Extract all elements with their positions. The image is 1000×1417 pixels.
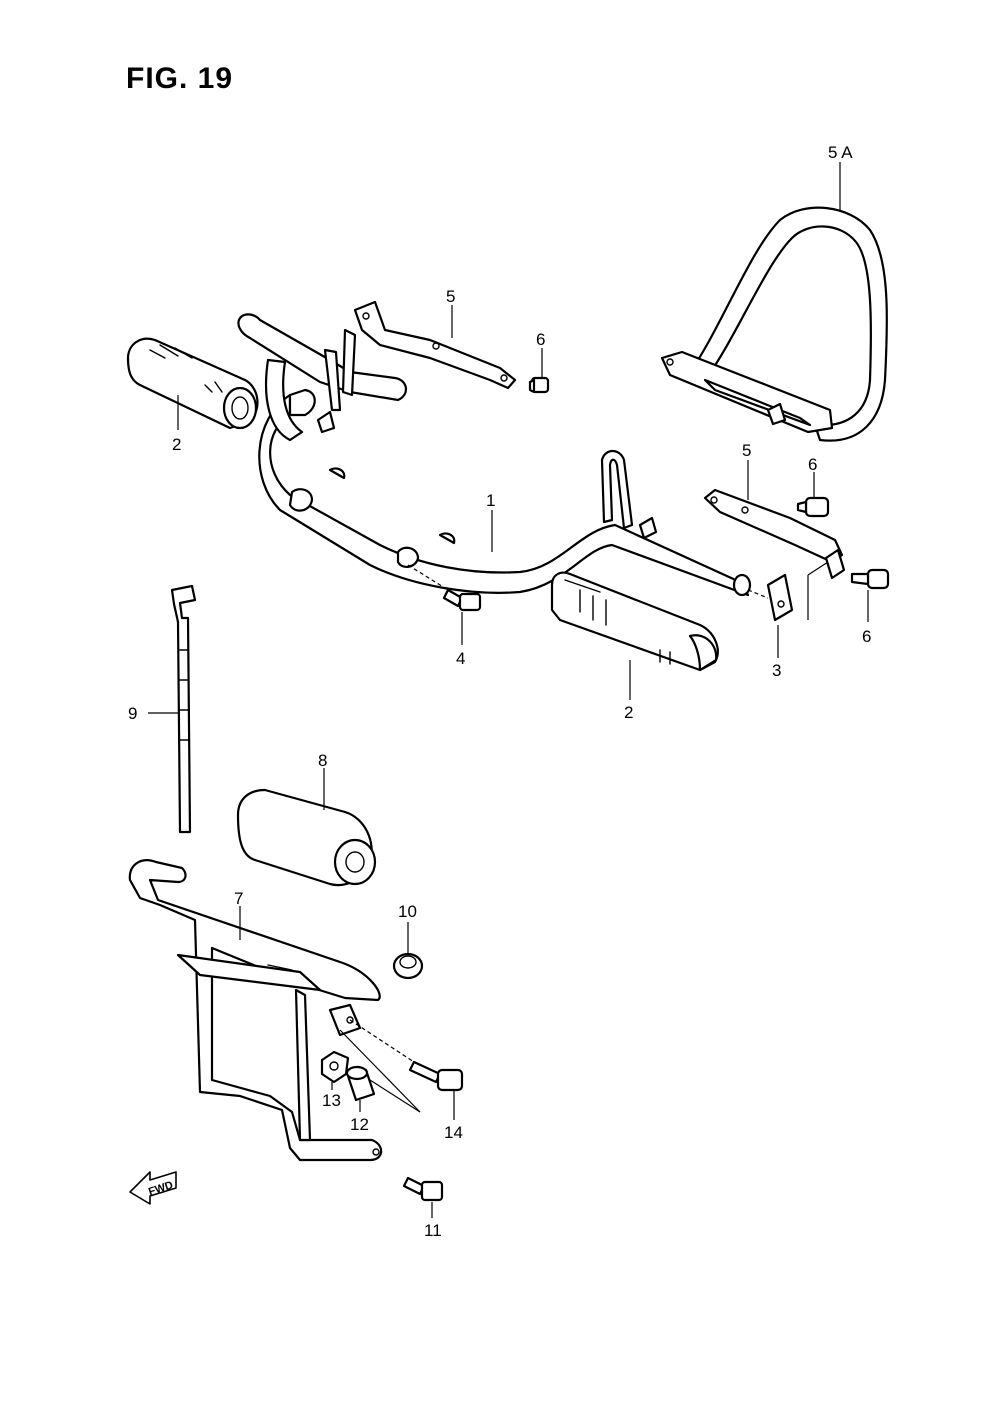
callout-3: 3 (772, 661, 781, 680)
part-4-bolt (442, 588, 482, 612)
callout-14: 14 (444, 1123, 463, 1142)
part-5-bracket-upper (353, 300, 517, 390)
callout-10: 10 (398, 902, 417, 921)
callout-6-upper: 6 (536, 330, 545, 349)
assembly-lines (339, 561, 829, 1113)
callout-7: 7 (234, 889, 243, 908)
part-9-strap (170, 584, 197, 834)
part-8-foam-pad (236, 788, 377, 887)
part-5-bracket-right (703, 488, 846, 580)
part-5a-backrest-hoop (660, 206, 888, 442)
part-2-footrest-rubber-right (550, 571, 719, 672)
part-6-bolt-right (850, 568, 890, 590)
callout-leaders (148, 162, 869, 1218)
part-3-plate (766, 573, 794, 622)
part-12-collar (345, 1065, 376, 1102)
part-6-bolt-upper (528, 376, 550, 394)
callout-6-right: 6 (862, 627, 871, 646)
callout-6-middle: 6 (808, 455, 817, 474)
callout-1: 1 (486, 491, 495, 510)
callout-13: 13 (322, 1091, 341, 1110)
part-13-nut (320, 1050, 350, 1084)
part-10-grommet (392, 952, 424, 980)
part-11-bolt (402, 1176, 444, 1202)
part-7-guard-frame (128, 859, 383, 1162)
callout-2-left: 2 (172, 435, 181, 454)
callout-5-right: 5 (742, 441, 751, 460)
callout-4: 4 (456, 649, 465, 668)
callout-5a: 5 A (828, 143, 853, 162)
part-14-bolt (408, 1060, 464, 1092)
part-1-footrest-frame (237, 313, 752, 597)
callout-8: 8 (318, 751, 327, 770)
callout-5-upper: 5 (446, 287, 455, 306)
part-2-footrest-rubber-left (126, 337, 259, 430)
figure-title: FIG. 19 (126, 62, 234, 95)
callouts: 1 2 2 3 4 5 5 5 A 6 6 6 7 8 9 10 11 12 1… (128, 143, 871, 1240)
callout-2-right: 2 (624, 703, 633, 722)
callout-9: 9 (128, 704, 137, 723)
callout-12: 12 (350, 1115, 369, 1134)
callout-11: 11 (424, 1221, 442, 1240)
forward-arrow-icon: FWD (129, 1171, 177, 1205)
part-6-bolt-middle (796, 496, 830, 518)
